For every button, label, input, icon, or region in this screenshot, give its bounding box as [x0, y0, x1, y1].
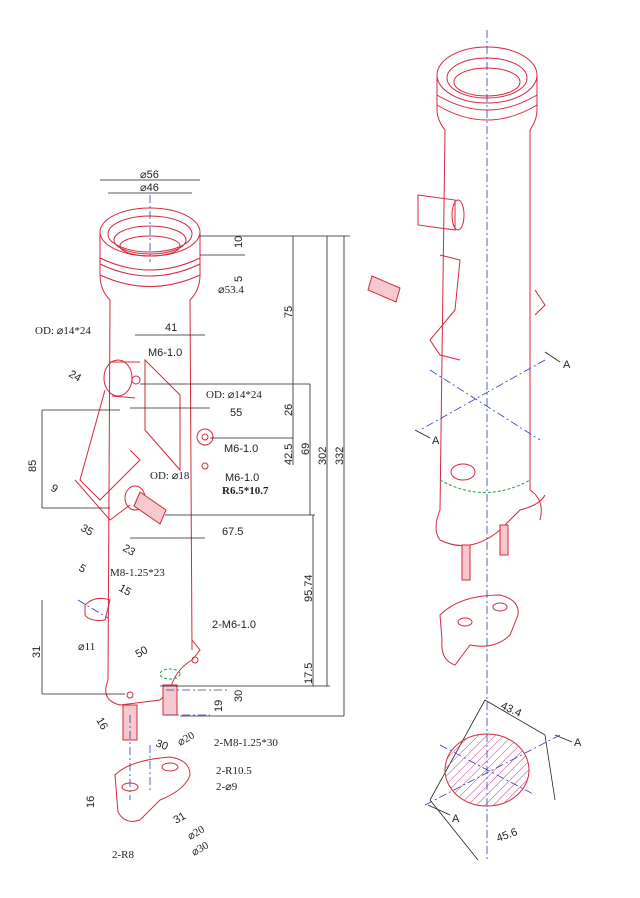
dim-30-vertical: 30: [233, 690, 245, 702]
section-label-a: A: [432, 435, 440, 447]
dim-24: 24: [67, 368, 84, 385]
dim-50: 50: [134, 644, 151, 661]
dim-15: 15: [117, 582, 134, 599]
right-fork-tube: [367, 46, 556, 861]
label-2-r8: 2-R8: [112, 849, 135, 861]
dim-75: 75: [283, 306, 295, 318]
dim-d20-stud: ⌀20: [176, 729, 198, 748]
label-2-m6: 2-M6-1.0: [212, 619, 256, 631]
dim-35: 35: [79, 522, 96, 539]
dim-d56: ⌀56: [140, 169, 159, 181]
section-label-a: A: [452, 813, 460, 825]
centerlines-right: [419, 30, 561, 860]
dim-d46: ⌀46: [140, 182, 159, 194]
dim-31-angled: 31: [172, 810, 189, 827]
dim-d11: ⌀11: [78, 641, 95, 653]
dimension-lines-left: [41, 179, 350, 717]
label-d9: 2-⌀9: [216, 781, 238, 793]
dim-26: 26: [283, 404, 295, 416]
dim-302: 302: [317, 447, 329, 465]
dim-42-5: 42.5: [283, 444, 295, 465]
dim-85: 85: [27, 460, 39, 472]
label-m8-30: 2-M8-1.25*30: [214, 737, 278, 749]
label-od-top-left: OD: ⌀14*24: [35, 325, 91, 337]
dim-16-vertical: 16: [85, 796, 97, 808]
dim-17-5: 17.5: [303, 663, 315, 684]
dim-31-vertical: 31: [31, 646, 43, 658]
dim-69: 69: [300, 443, 312, 455]
dim-d53-4: ⌀53.4: [218, 284, 244, 296]
section-label-a: A: [563, 359, 571, 371]
dim-67-5: 67.5: [222, 526, 243, 538]
dim-5-small: 5: [77, 562, 88, 575]
label-m6-mid: M6-1.0: [224, 443, 258, 455]
dim-30-angled: 30: [154, 738, 170, 753]
dim-d30: ⌀30: [190, 839, 212, 858]
dim-16-angled: 16: [93, 716, 110, 733]
label-r6-5: R6.5*10.7: [222, 485, 269, 497]
section-label-a: A: [574, 737, 582, 749]
dim-23: 23: [121, 542, 138, 559]
dim-41: 41: [165, 322, 177, 334]
dim-9: 9: [49, 482, 60, 495]
dim-332: 332: [334, 447, 346, 465]
label-od18: OD: ⌀18: [150, 470, 190, 482]
dim-43-4: 43.4: [499, 700, 523, 720]
dim-45-6: 45.6: [495, 826, 519, 845]
label-od-right: OD: ⌀14*24: [206, 389, 262, 401]
dim-95-74: 95.74: [303, 574, 315, 602]
label-m6-low: M6-1.0: [225, 472, 259, 484]
label-r10-5: 2-R10.5: [216, 765, 252, 777]
centerlines-left: [77, 195, 230, 800]
dim-10: 10: [233, 236, 245, 248]
dim-55: 55: [230, 407, 242, 419]
dim-5: 5: [233, 276, 245, 282]
label-m6-top: M6-1.0: [148, 347, 182, 359]
dim-19: 19: [213, 700, 225, 712]
label-m8-23: M8-1.25*23: [110, 567, 165, 579]
